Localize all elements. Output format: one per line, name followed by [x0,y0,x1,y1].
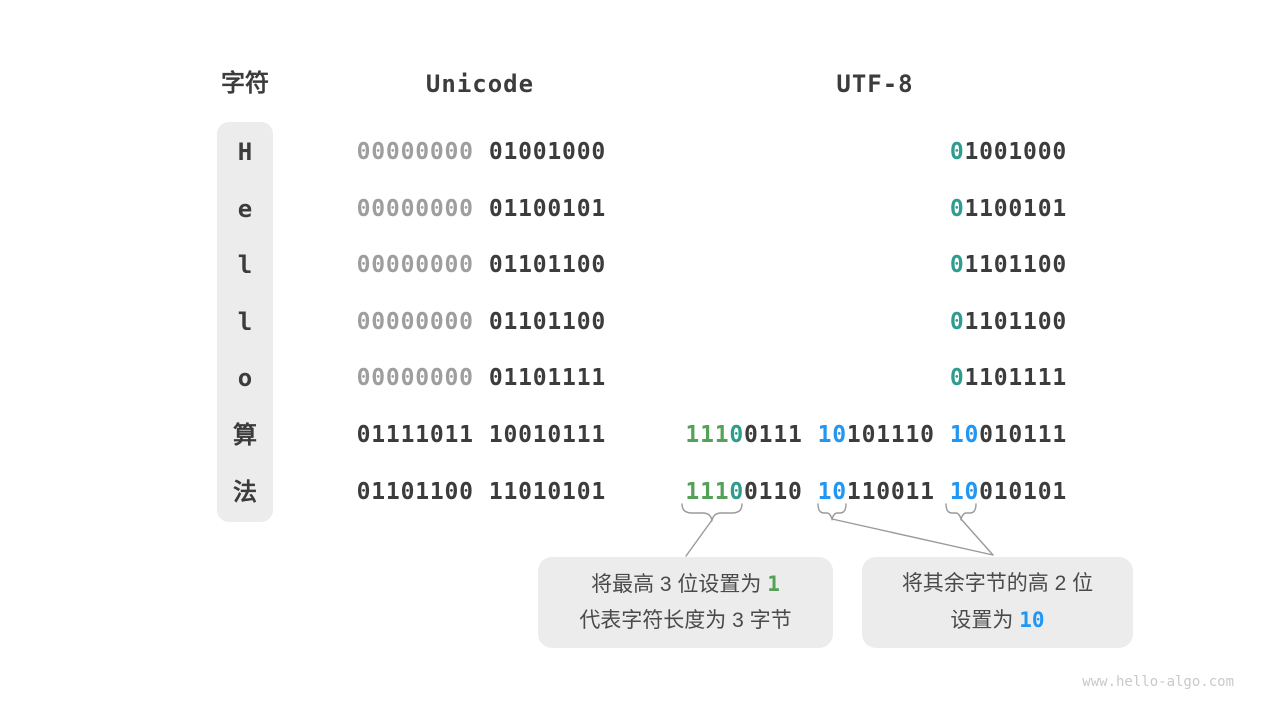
character-label: e [237,195,253,223]
utf8-binary: 01100101 [949,196,1067,222]
callout-line: 将其余字节的高 2 位 [901,572,1094,595]
character-column-pill [217,122,273,522]
character-label: l [237,251,253,279]
callout-line: 将最高 3 位设置为 1 [591,572,780,596]
callout-leading-bits: 将最高 3 位设置为 1 代表字符长度为 3 字节 [538,557,833,648]
utf8-binary: 01101111 [949,365,1067,391]
utf8-binary: 01101100 [949,252,1067,278]
callout-line: 设置为 10 [950,608,1045,632]
connector-byte2-to-right-callout [831,518,994,556]
character-label: 法 [233,478,257,506]
column-header-unicode: Unicode [425,70,535,98]
character-label: l [237,308,253,336]
connector-byte3-to-right-callout [960,518,994,556]
character-label: H [237,138,253,166]
connector-to-left-callout [685,519,713,557]
watermark-url: www.hello-algo.com [1082,674,1234,690]
utf8-binary: 01101100 [949,309,1067,335]
column-header-utf8: UTF-8 [836,70,914,98]
column-header-character: 字符 [221,70,269,97]
callout-line: 代表字符长度为 3 字节 [579,609,792,632]
character-label: 算 [233,421,257,449]
character-label: o [237,364,253,392]
highlight-one: 1 [767,572,780,596]
highlight-one-zero: 10 [1019,608,1045,632]
utf8-binary: 01001000 [949,139,1067,165]
callout-continuation-bits: 将其余字节的高 2 位 设置为 10 [862,557,1133,648]
